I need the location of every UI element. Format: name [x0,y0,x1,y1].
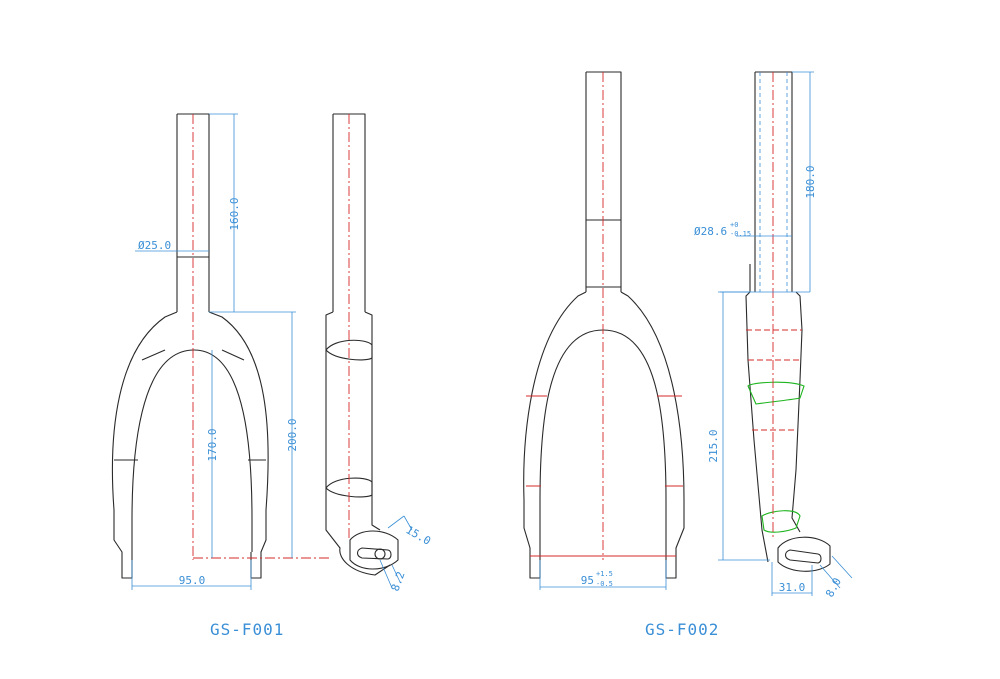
f002-dimension-lines [539,560,667,590]
f002-dim-diameter: Ø28.6 [694,225,727,238]
f002-side-steerer [754,71,793,292]
f002-dim-diameter-tol-upper: +0 [730,221,738,229]
f002-side-dimension-lines [718,71,853,596]
f002-highlight-lower [761,510,801,533]
f001-dim-spacing: 95.0 [179,574,206,587]
f001-dropout-slot [356,547,392,560]
f001-dimension-lines [131,113,296,590]
f001-dim-dropout-width: 15.0 [404,523,433,548]
f002-dim-blade: 215.0 [707,429,720,462]
f001-side-blade [325,311,391,576]
f002-dropout-slot [784,549,822,564]
f002-dim-diameter-tol-lower: -0.15 [730,230,751,238]
model-label-f002: GS-F002 [645,620,720,639]
f001-inner-arch [131,349,253,552]
f001-crown-seam-right [221,349,245,361]
f002-dim-steerer: 180.0 [804,165,817,198]
f001-side-upper-bump [325,339,373,361]
f002-side-view: 180.0 215.0 Ø28.6 +0 -0.15 31.0 8.0 [694,71,853,600]
f002-outer-blades [523,291,685,579]
f001-dropout [349,530,399,570]
f002-dim-spacing: 95 [581,574,594,587]
f001-side-lower-bump [325,477,373,498]
f002-front-view: 95 +1.5 -0.5 [523,71,685,590]
f001-outer-blades [111,311,269,579]
f001-front-view: 160.0 200.0 170.0 Ø25.0 95.0 [111,113,330,590]
f001-side-steerer [332,113,366,312]
f001-dim-steerer: 160.0 [228,197,241,230]
f002-steerer [585,71,622,292]
f001-side-view: 15.0 8.2 [325,113,433,593]
f002-dropout [777,536,831,572]
f002-dim-dropout-slot: 8.0 [823,576,844,600]
f002-highlight-upper [747,381,805,405]
f002-dim-spacing-tol-upper: +1.5 [596,570,613,578]
f002-dim-dropout-offset: 31.0 [779,581,806,594]
f001-side-dimension-lines [379,515,413,589]
f001-dim-crown: 170.0 [206,428,219,461]
f001-dim-dropout-slot: 8.2 [389,570,408,593]
f001-crown-seam-left [141,349,166,361]
f002-dim-spacing-tol-lower: -0.5 [596,580,613,588]
f001-axle-hole [374,548,386,560]
f002-side-blade [745,291,803,563]
model-label-f001: GS-F001 [210,620,285,639]
f001-dim-overall: 200.0 [286,418,299,451]
f001-dim-diameter: Ø25.0 [138,239,171,252]
